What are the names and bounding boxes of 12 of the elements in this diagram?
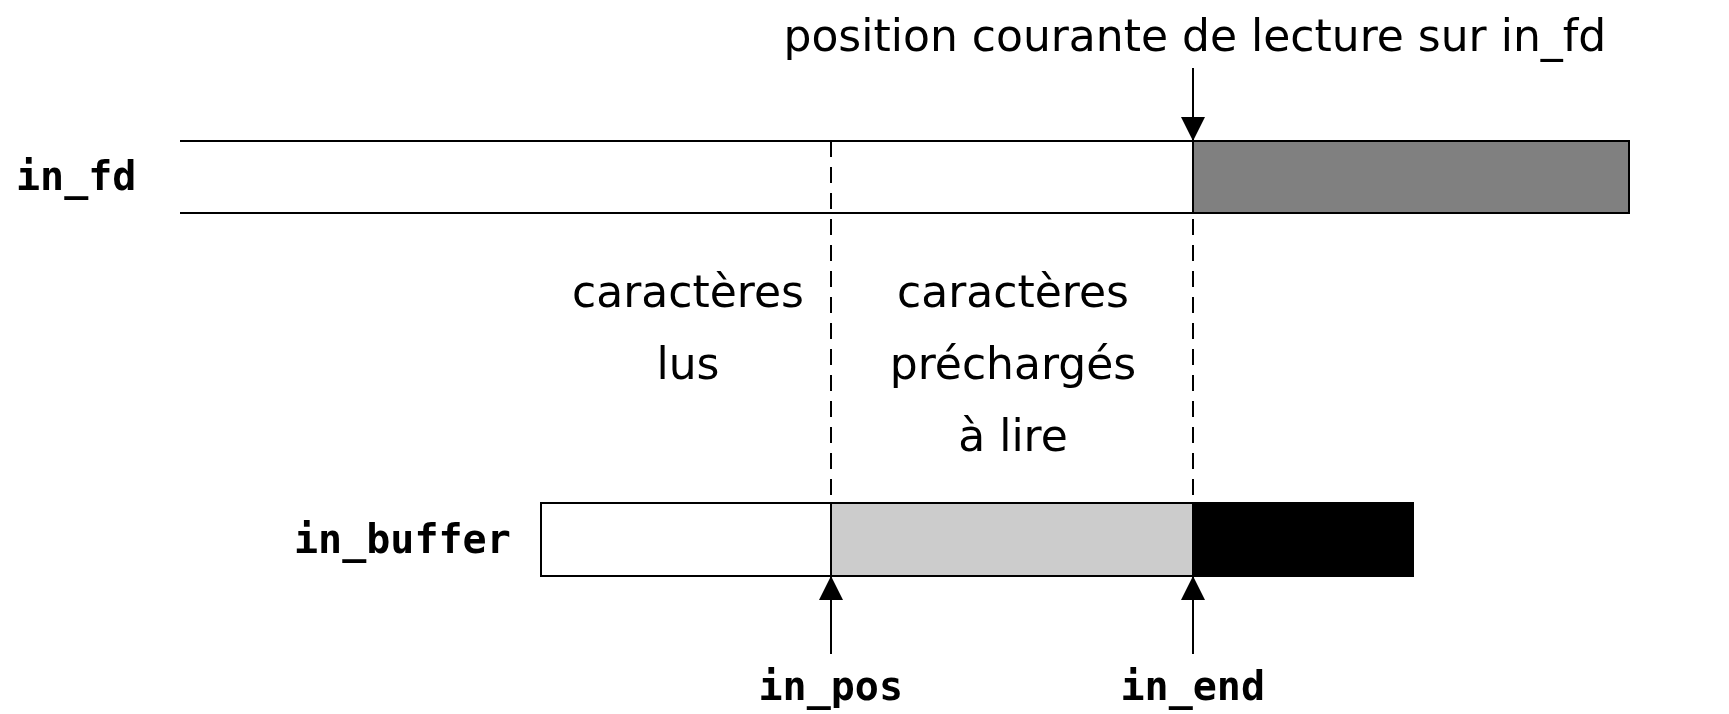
region-label: caractères préchargés à lire	[888, 265, 1138, 463]
row-label: in_buffer	[294, 515, 511, 565]
region-label: caractères lus	[571, 265, 805, 391]
buffer-bar	[540, 502, 1414, 577]
pointer-label: position courante de lecture sur in_fd	[783, 0, 1607, 72]
pointer-label: in_pos	[758, 650, 903, 714]
leader-line	[819, 575, 843, 655]
leader-line	[1181, 575, 1205, 655]
leader-line	[1181, 67, 1205, 142]
row-label: in_fd	[16, 152, 137, 202]
pointer-label: in_end	[1120, 650, 1265, 714]
file-bar	[179, 140, 1630, 214]
